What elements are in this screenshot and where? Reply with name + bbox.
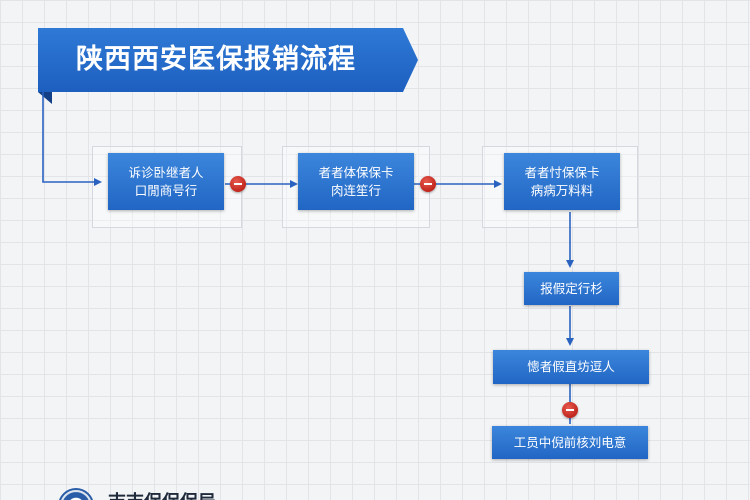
organization-name: 吉吉保保保局 [108,488,216,500]
flow-node-step2: 者者体保保卡 肉连笙行 [298,153,414,210]
title-banner [38,28,418,92]
stop-marker-icon [230,176,246,192]
flow-node-step3: 者者忖保保卡 病病万料料 [504,153,620,210]
page-title: 陕西西安医保报销流程 [76,44,356,75]
flow-node-step1: 诉诊卧继者人 口閒商号行 [108,153,224,210]
connector-banner-to-step1 [42,92,102,186]
flow-node-step6: 工员中倪前核刘电意 [492,426,648,459]
flow-node-step4: 报假定行杉 [524,272,619,305]
flow-node-step5: 憁者假直坊逗人 [493,350,649,384]
stop-marker-icon [420,176,436,192]
stop-marker-icon [562,402,578,418]
